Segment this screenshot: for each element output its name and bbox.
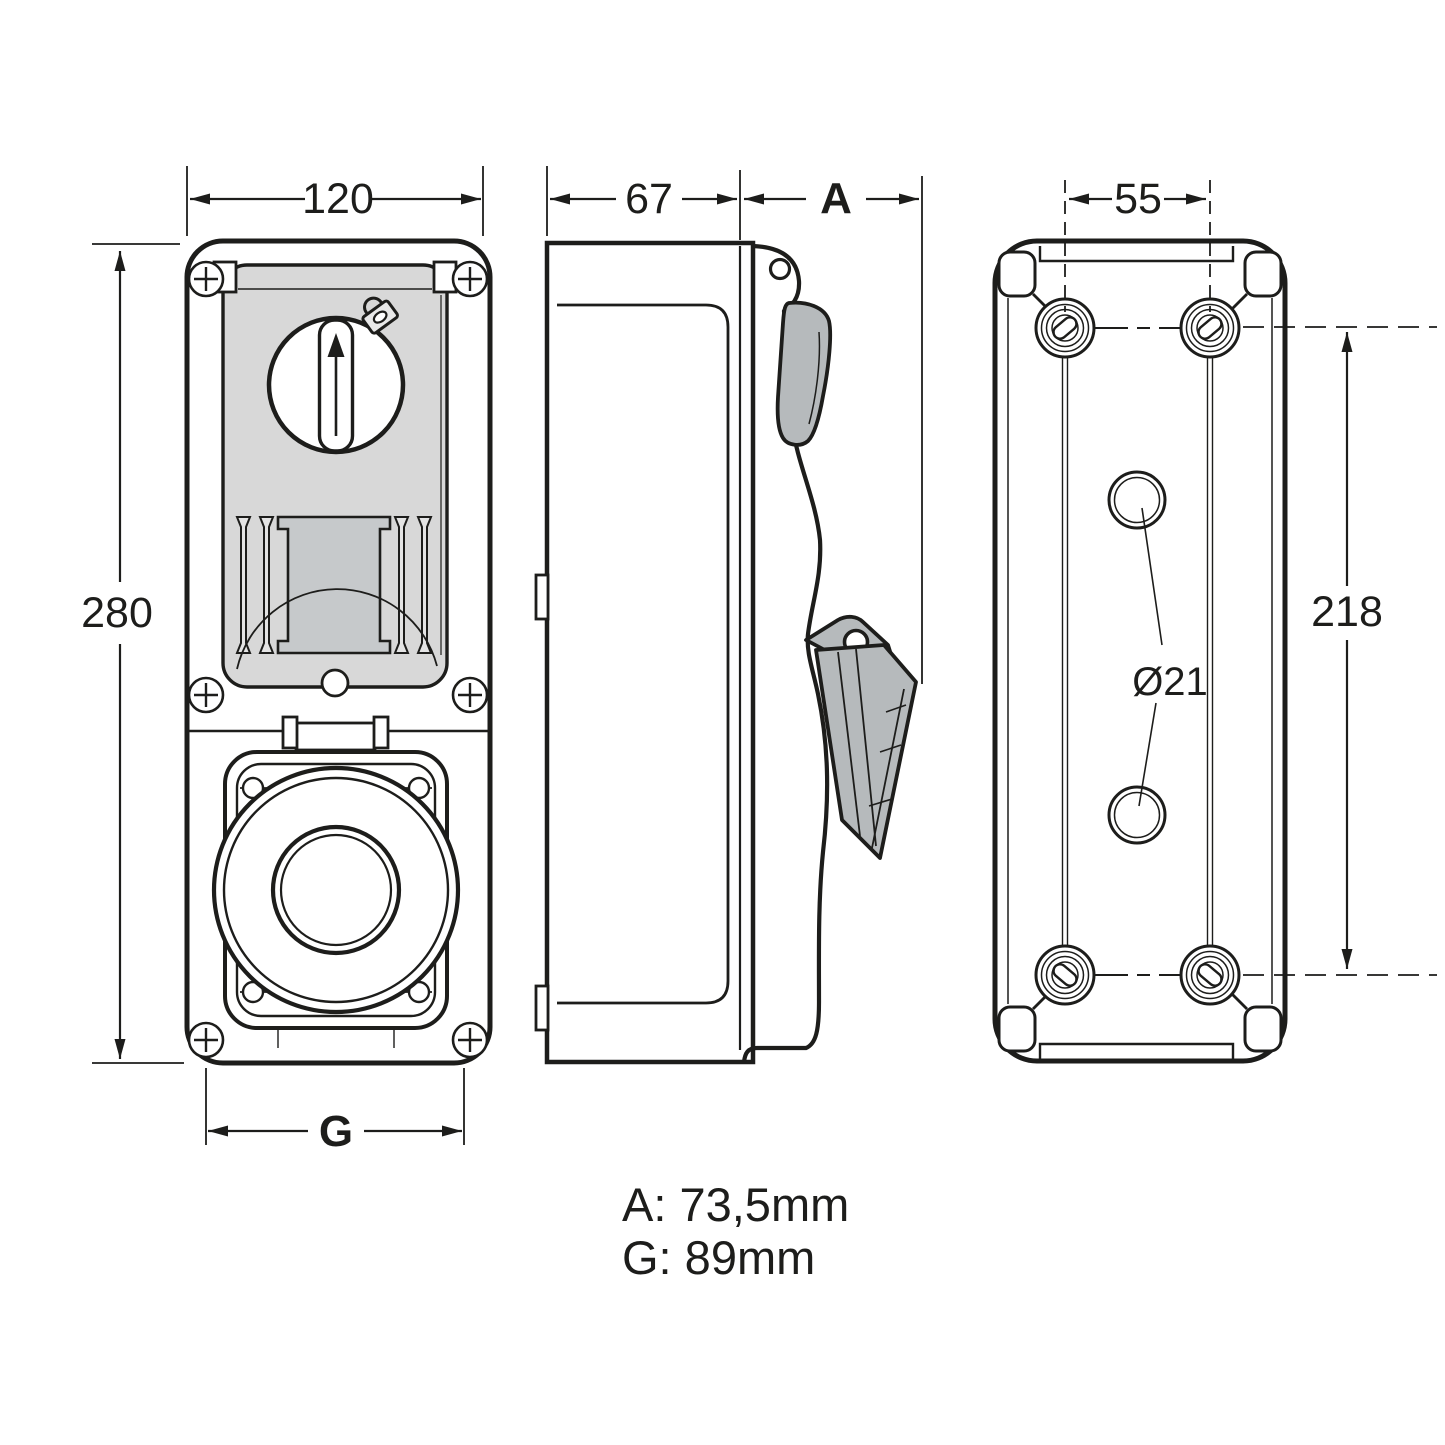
lid-rung <box>879 744 902 753</box>
lid-rib <box>855 648 877 847</box>
switch-plate <box>212 260 458 698</box>
dim-mount-spacing: 55 <box>1064 175 1211 312</box>
screw-icon <box>451 676 489 714</box>
screw-icon <box>451 1021 489 1059</box>
cable-entry-hole <box>1107 470 1167 530</box>
corner-pad <box>1243 1005 1283 1053</box>
hinge-pin <box>768 257 792 281</box>
boss-tick <box>1231 293 1248 310</box>
front-view <box>184 238 493 1066</box>
door-hinge-knuckle <box>534 984 550 1032</box>
cable-entry-hole-inner <box>1113 791 1161 839</box>
leader-line <box>1138 702 1157 807</box>
socket-ring <box>222 776 450 1004</box>
door-hinge-knuckle <box>534 573 550 621</box>
screw-icon <box>451 260 489 298</box>
lid-rung <box>868 798 893 807</box>
screw-icon <box>187 1021 225 1059</box>
dim-mount-pitch: 218 <box>1243 326 1437 976</box>
dim-front-height-label: 280 <box>81 589 153 637</box>
dim-fixing-label: G <box>319 1107 353 1156</box>
socket-recess <box>270 824 402 956</box>
plate-arc-line <box>236 588 438 670</box>
boss-tick <box>1231 993 1248 1010</box>
interlock-lever <box>775 300 833 447</box>
side-view <box>534 240 918 1065</box>
knob-arrow-head <box>327 333 345 357</box>
mounting-boss <box>1179 297 1241 359</box>
dim-spacing-label: 55 <box>1114 175 1162 223</box>
mounting-boss <box>1034 297 1096 359</box>
dim-lid-label: A <box>820 174 852 223</box>
lid-rib <box>837 651 861 837</box>
lid-fold-line <box>871 688 905 849</box>
legend-g: G: 89mm <box>622 1231 815 1284</box>
rotary-knob <box>266 315 406 455</box>
dim-pitch-label: 218 <box>1311 588 1383 636</box>
socket-section <box>211 715 461 1048</box>
dim-lid-projection: A <box>744 174 923 684</box>
screw-icon <box>187 260 225 298</box>
door-outline <box>557 303 730 1005</box>
rear-enclosure <box>992 238 1288 1064</box>
dim-front-width: 120 <box>186 166 484 236</box>
leader-line <box>1141 507 1163 646</box>
corner-pad <box>997 250 1037 298</box>
legend-a: A: 73,5mm <box>622 1178 849 1231</box>
padlock-icon <box>361 296 399 335</box>
socket-lid-open <box>804 614 918 860</box>
fuse-window <box>276 515 392 655</box>
dim-depth-label: 67 <box>625 175 673 223</box>
mounting-boss <box>1034 944 1096 1006</box>
dim-front-width-label: 120 <box>302 175 374 223</box>
dim-fixing-width: G <box>205 1068 465 1156</box>
rear-top-lip <box>1038 246 1235 263</box>
screw-icon <box>187 676 225 714</box>
corner-pad <box>1243 250 1283 298</box>
lid-rung <box>885 704 907 713</box>
side-profile-fill <box>744 246 828 1062</box>
legend: A: 73,5mm G: 89mm <box>622 1178 849 1284</box>
lid-hinge-bar <box>294 721 377 752</box>
socket-recess-inner <box>279 833 393 947</box>
dim-front-height: 280 <box>81 243 184 1064</box>
dim-cable-label: Ø21 <box>1132 660 1208 704</box>
lid-hinge-tab <box>281 715 299 750</box>
cable-entry-hole <box>1107 785 1167 845</box>
mounting-boss <box>1179 944 1241 1006</box>
dim-side-depth: 67 <box>546 166 741 240</box>
corner-pad <box>997 1005 1037 1053</box>
rear-bottom-lip <box>1038 1042 1235 1059</box>
side-body <box>544 240 756 1065</box>
plate-bottom-hole <box>320 668 350 698</box>
rear-view <box>992 238 1288 1064</box>
lid-hinge-tab <box>372 715 390 750</box>
cable-entry-hole-inner <box>1113 476 1161 524</box>
